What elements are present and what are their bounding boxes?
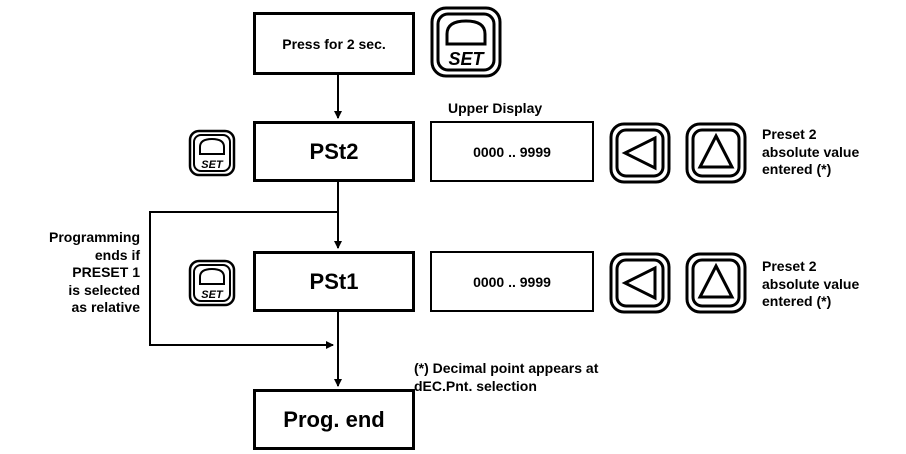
footnote-line: dEC.Pnt. selection xyxy=(414,377,537,394)
set-key-icon[interactable]: SET xyxy=(430,6,502,78)
bypass-note-line: PRESET 1 xyxy=(72,264,140,280)
set-key-small-icon[interactable]: SET xyxy=(188,259,236,307)
step-note-line: Preset 2 xyxy=(762,258,817,274)
step-note-line: entered (*) xyxy=(762,161,832,177)
step-note: Preset 2 absolute value entered (*) xyxy=(762,258,859,311)
step-box-pst1: PSt1 xyxy=(253,251,415,312)
up-key-icon[interactable] xyxy=(685,122,747,184)
bypass-note-line: is selected xyxy=(68,281,140,298)
set-key-label: SET xyxy=(448,49,485,69)
display-range-value: 0000 .. 9999 xyxy=(473,143,551,160)
bypass-note-line: ends if xyxy=(94,246,140,263)
step-note-line: absolute value xyxy=(762,143,860,160)
display-range-box: 0000 .. 9999 xyxy=(430,251,594,312)
step-code: PSt1 xyxy=(309,268,359,294)
end-box-label: Prog. end xyxy=(283,406,385,432)
up-key-icon[interactable] xyxy=(685,252,747,314)
step-code: PSt2 xyxy=(309,138,359,164)
start-box-label: Press for 2 sec. xyxy=(282,35,386,52)
set-key-small-label: SET xyxy=(201,289,224,301)
display-range-box: 0000 .. 9999 xyxy=(430,121,594,182)
step-note-line: absolute value xyxy=(762,275,860,292)
set-key-small-icon[interactable]: SET xyxy=(188,129,236,177)
step-note-line: Preset 2 xyxy=(762,126,817,142)
display-range-value: 0000 .. 9999 xyxy=(473,273,551,290)
step-box-pst2: PSt2 xyxy=(253,121,415,182)
set-key-small-label: SET xyxy=(201,159,224,171)
left-key-icon[interactable] xyxy=(609,252,671,314)
end-box: Prog. end xyxy=(253,389,415,450)
bypass-note-line: Programming xyxy=(48,229,140,245)
start-box: Press for 2 sec. xyxy=(253,12,415,75)
footnote: (*) Decimal point appears at dEC.Pnt. se… xyxy=(414,360,598,395)
upper-display-label: Upper Display xyxy=(448,100,543,116)
bypass-note-line: as relative xyxy=(71,299,141,315)
bypass-note: Programming ends if PRESET 1 is selected… xyxy=(0,229,140,317)
step-note: Preset 2 absolute value entered (*) xyxy=(762,126,859,179)
bypass-line xyxy=(149,211,338,349)
footnote-line: (*) Decimal point appears at xyxy=(414,360,599,376)
step-note-line: entered (*) xyxy=(762,293,832,309)
left-key-icon[interactable] xyxy=(609,122,671,184)
